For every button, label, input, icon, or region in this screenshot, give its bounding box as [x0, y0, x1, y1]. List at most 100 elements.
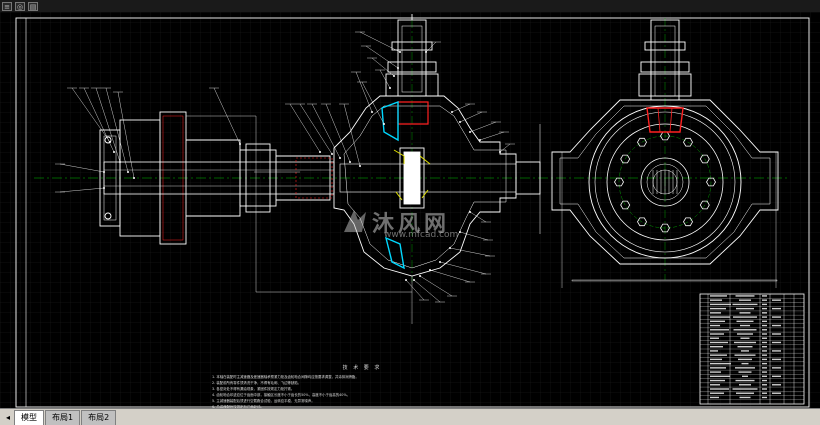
- table-cell-text: [737, 346, 753, 348]
- leader-line: [419, 275, 453, 297]
- table-cell-text: [762, 333, 767, 335]
- table-cell-text: [710, 307, 726, 310]
- table-cell-text: [738, 358, 752, 361]
- table-cell-text: [772, 392, 781, 394]
- bolt-head: [660, 223, 670, 233]
- leader-dot: [389, 87, 391, 89]
- table-cell-text: [734, 341, 756, 344]
- leader-dot: [339, 157, 341, 159]
- table-cell-text: [710, 329, 729, 331]
- leader-dot: [133, 177, 135, 179]
- table-cell-text: [762, 396, 767, 399]
- style-icon[interactable]: ▤: [28, 1, 38, 11]
- bolt-head: [699, 154, 710, 164]
- leader-dot: [413, 279, 415, 281]
- leader-line: [59, 187, 105, 193]
- leader-line: [95, 87, 121, 163]
- table-cell-text: [772, 375, 781, 378]
- leader-dot: [449, 247, 451, 249]
- bolt-head: [683, 217, 693, 227]
- leader-line: [105, 87, 129, 173]
- bolt-head: [637, 217, 647, 227]
- table-cell-text: [762, 367, 767, 369]
- leader-dot: [451, 111, 453, 113]
- leader-dot: [479, 139, 481, 141]
- leader-dot: [331, 153, 333, 155]
- watermark-url: www.mfcad.com: [384, 230, 459, 240]
- table-cell-text: [735, 379, 755, 382]
- watermark-brand: 沐风网: [372, 212, 451, 237]
- leader-dot: [103, 171, 105, 173]
- layout-tab-bar: ◂ 模型 布局1 布局2: [0, 408, 820, 425]
- tab-scroll-left-icon[interactable]: ◂: [5, 413, 10, 422]
- table-cell-text: [739, 396, 751, 399]
- leader-line: [299, 103, 333, 155]
- leader-dot: [359, 165, 361, 167]
- leader-line: [439, 261, 487, 275]
- tab-model[interactable]: 模型: [14, 410, 44, 425]
- leader-dot: [459, 121, 461, 123]
- table-cell-text: [732, 303, 758, 306]
- bolt-head: [683, 137, 693, 147]
- notes-line-2: 2. 装配前所有零件须清洗干净，不得有毛刺、飞边等缺陷。: [212, 381, 302, 385]
- bolt-head: [637, 137, 647, 147]
- leader-dot: [113, 151, 115, 153]
- table-cell-text: [742, 375, 748, 378]
- leader-line: [469, 121, 497, 133]
- table-cell-text: [762, 299, 767, 301]
- table-cell-text: [762, 375, 767, 378]
- leader-dot: [429, 269, 431, 271]
- table-cell-text: [772, 307, 781, 310]
- table-cell-text: [737, 333, 753, 335]
- leader-line: [59, 163, 105, 173]
- table-cell-text: [710, 388, 729, 390]
- leader-line: [289, 103, 321, 153]
- table-cell-text: [710, 362, 731, 365]
- table-cell-text: [772, 324, 781, 327]
- table-cell-text: [710, 346, 723, 348]
- notes-line-1: 1. 本轴在装配时主减速器及差速器轴承预紧力矩及齿轮啮合间隙均应按要求调整，并涂…: [212, 375, 359, 379]
- table-cell-text: [710, 316, 730, 318]
- leader-dot: [119, 161, 121, 163]
- window-toolbar: ≡ ◎ ▤: [0, 0, 820, 12]
- table-cell-text: [735, 367, 755, 369]
- tab-layout-1[interactable]: 布局1: [45, 410, 81, 425]
- cad-drawing: [0, 12, 820, 408]
- table-cell-text: [772, 367, 781, 369]
- bolt-head: [614, 177, 624, 187]
- table-cell-text: [739, 299, 751, 301]
- leader-dot: [127, 171, 129, 173]
- table-cell-text: [772, 384, 781, 386]
- drawing-canvas[interactable]: 技 术 要 求 1. 本轴在装配时主减速器及差速器轴承预紧力矩及齿轮啮合间隙均应…: [0, 12, 820, 410]
- notes-line-6: 6. 总成装配后按规定加注齿轮油。: [212, 405, 264, 409]
- leader-dot: [397, 67, 399, 69]
- table-cell-text: [762, 316, 767, 318]
- watermark: 沐风网 www.mfcad.com: [340, 206, 500, 242]
- leader-line: [213, 87, 241, 145]
- parts-list-table: [699, 293, 805, 405]
- leader-line: [83, 87, 115, 153]
- table-cell-text: [710, 384, 720, 386]
- menu-icon[interactable]: ≡: [2, 1, 12, 11]
- table-cell-text: [710, 367, 726, 369]
- table-cell-text: [740, 337, 750, 339]
- technical-requirements: 技 术 要 求 1. 本轴在装配时主减速器及差速器轴承预紧力矩及齿轮啮合间隙均应…: [212, 364, 512, 410]
- table-cell-text: [710, 350, 718, 352]
- leader-line: [359, 31, 401, 53]
- tab-layout-2[interactable]: 布局2: [81, 410, 117, 425]
- leader-line: [451, 103, 471, 113]
- bolt-head: [620, 154, 631, 164]
- table-cell-text: [710, 392, 724, 394]
- leader-line: [343, 103, 361, 167]
- view-icon[interactable]: ◎: [15, 1, 25, 11]
- table-cell-text: [710, 337, 719, 339]
- leader-dot: [439, 261, 441, 263]
- table-cell-text: [762, 295, 767, 297]
- table-cell-text: [762, 379, 767, 382]
- table-cell-text: [762, 341, 767, 344]
- part-leaders: [55, 31, 515, 303]
- watermark-logo-icon: [344, 210, 366, 232]
- leader-line: [325, 103, 351, 163]
- table-cell-text: [736, 307, 754, 310]
- leader-line: [371, 57, 395, 77]
